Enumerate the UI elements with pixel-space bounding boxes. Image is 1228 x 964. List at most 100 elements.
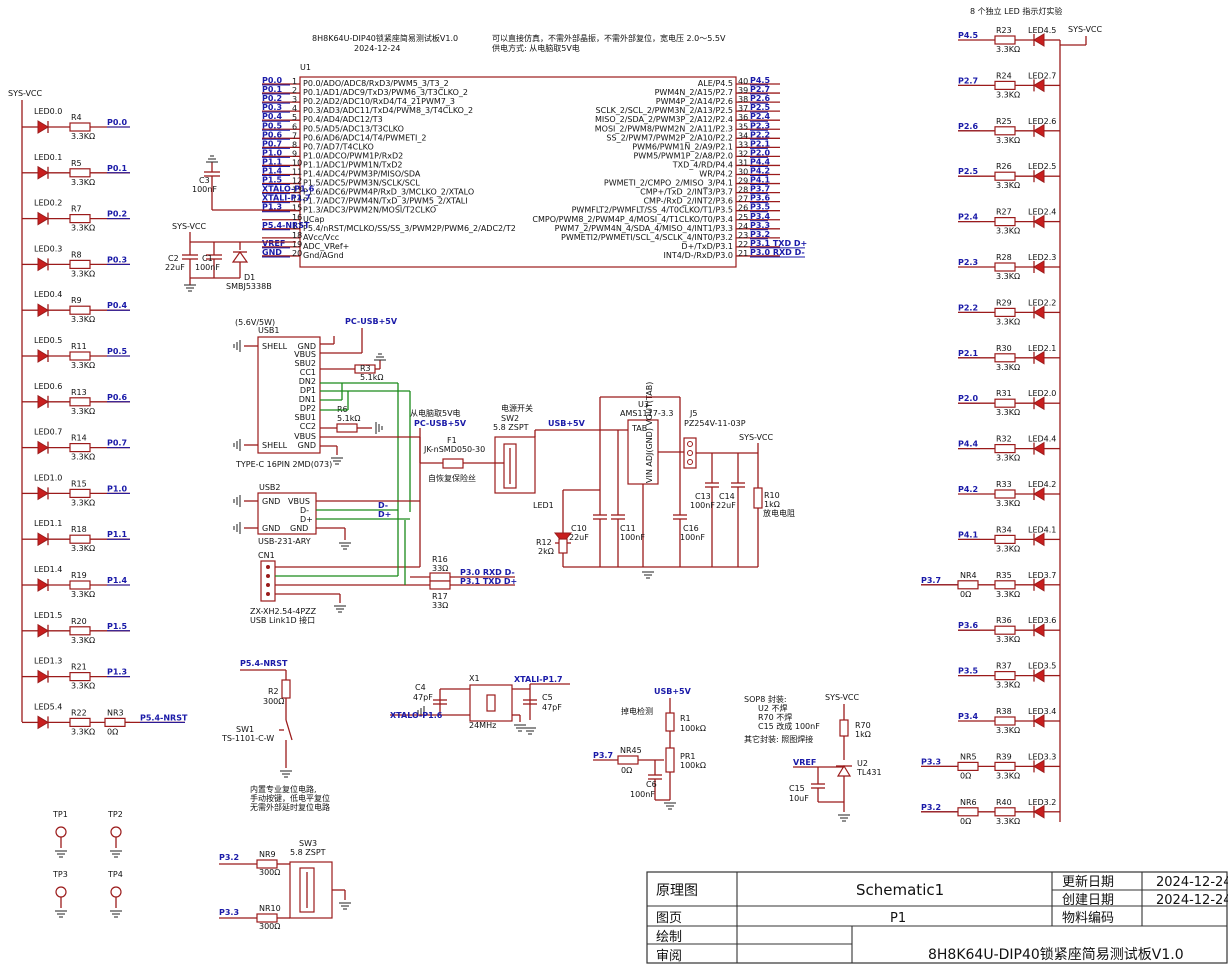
resistor-ref: R18 [71,525,87,534]
u1-ref: U1 [300,63,311,72]
led-diode-icon [1033,396,1045,411]
resistor-icon [994,489,1016,499]
u1-left-pin-number: 1 [292,77,297,86]
c1-value: 100nF [195,263,220,272]
led-diode-icon [1033,441,1045,456]
sw3-net-p32: P3.2 [219,853,239,862]
resistor-value: 3.3KΩ [996,726,1020,735]
tb-create-date: 2024-12-24 [1156,893,1228,908]
c14-value: 22uF [716,501,736,510]
d1-value: SMBJ5338B [226,282,272,291]
resistor-icon [994,126,1016,136]
u1-left-pin-number: 6 [292,122,297,131]
resistor-value: 3.3KΩ [996,544,1020,553]
r1-ref: R1 [680,714,691,723]
r12-value: 2kΩ [538,547,554,556]
u1-right-net: P3.2 [750,230,770,239]
nr10-value: 300Ω [259,922,280,931]
resistor-ref: R39 [996,752,1012,761]
header-note-1: 可以直接仿真，不需外部晶振，不需外部复位，宽电压 2.0～5.5V [492,33,726,43]
resistor-ref: R27 [996,208,1012,217]
resistor-ref: R29 [996,298,1012,307]
resistor-ref: R8 [71,250,82,259]
resistor-icon [994,580,1016,590]
u1-right-pin-label: INT4/D-/RxD/P3.0 [664,251,733,260]
resistor-icon [994,262,1016,272]
u1-left-net: P0.0 [262,76,282,85]
u1-left-pin-label: P1.7/ADC7/PWM4N/TxD_3/PWM5_2/XTALI [303,197,468,206]
u1-right-pin-number: 21 [738,249,748,258]
nr10-ref: NR10 [259,904,281,913]
cn1-part: ZX-XH2.54-4PZZ [250,607,317,616]
u1-right-pin-number: 30 [738,168,748,177]
led-diode-icon [1033,260,1045,274]
left-net-label: P0.2 [107,210,127,219]
left-net-label: P1.0 [107,484,127,493]
left-led-column: SYS-VCCLED0.0R43.3KΩP0.0LED0.1R53.3KΩP0.… [8,89,188,736]
resistor-icon [994,716,1016,726]
led-ref: LED0.4 [34,290,62,299]
led-diode-icon [37,349,49,363]
sw2-power-switch: 电源开关 SW2 5.8 ZSPT USB+5V [493,403,600,494]
u1-right-pin-number: 36 [738,113,748,122]
resistor-ref: R33 [996,480,1012,489]
led-ref: LED1.5 [34,611,62,620]
resistor-value: 3.3KΩ [71,544,95,553]
u1-right-net: P2.1 [750,139,770,148]
u1-right-net: P2.7 [750,85,770,94]
usb2-net-dm: D- [378,501,388,510]
nr45-value: 0Ω [621,766,632,775]
resistor-value: 3.3KΩ [71,407,95,416]
c3-ref: C3 [199,176,210,185]
u1-right-pin-number: 38 [738,95,748,104]
test-point-icon [55,826,67,838]
c5-ref: C5 [542,693,553,702]
right-net-label: P2.5 [958,167,978,176]
led-diode-icon [1033,78,1045,93]
u1-left-net: P0.7 [262,139,282,148]
u1-left-pin-label: P1.4/ADC4/PWM3P/MISO/SDA [303,170,421,179]
u1-left-net: P1.5 [262,176,282,185]
u1-left-net: P0.3 [262,103,282,112]
led-ref: LED1.0 [34,473,62,482]
tb-label-schematic: 原理图 [656,883,698,899]
tb-label-page: 图页 [656,911,682,926]
fuse-note: 从电脑取5V电 [410,408,461,418]
u1-right-pin-label: CMPO/PWM8_2/PWM4P_4/MOSI_4/T1CLKO/T0/P3.… [532,215,733,224]
resistor-icon [69,717,91,728]
usb1-pin-sbu2: SBU2 [294,359,316,368]
u3-pins: VIN ADJ(GND) VOUT(TAB) [645,382,654,483]
usb2-pin-dp: D+ [300,515,313,524]
resistor-ref: R25 [996,117,1012,126]
u1-right-pin-number: 40 [738,77,748,86]
left-net-label: P0.4 [107,301,127,310]
u1-left-pin-label: AVcc/Vcc [303,233,339,242]
led-ref: LED0.5 [34,336,62,345]
r10-value: 1kΩ [764,500,780,509]
right-net-label: P3.5 [958,667,978,676]
led-diode-icon [37,394,49,409]
u1-right-pin-number: 37 [738,104,748,113]
u1-left-pin-number: 9 [292,149,297,158]
resistor-icon [957,580,979,590]
left-net-label: P1.3 [107,668,127,677]
xtalo-label: XTALO-P1.6 [390,711,443,720]
resistor-value: 3.3KΩ [996,454,1020,463]
u1-right-pin-label: CMP-/RxD_2/INT2/P3.6 [643,197,733,206]
resistor-icon [69,626,91,636]
resistor-ref: R9 [71,296,82,305]
right-net-label: P4.4 [958,440,978,449]
u1-left-pin-label: P5.4/nRST/MCLKO/SS/SS_3/PWM2P/PWM6_2/ADC… [303,224,516,233]
